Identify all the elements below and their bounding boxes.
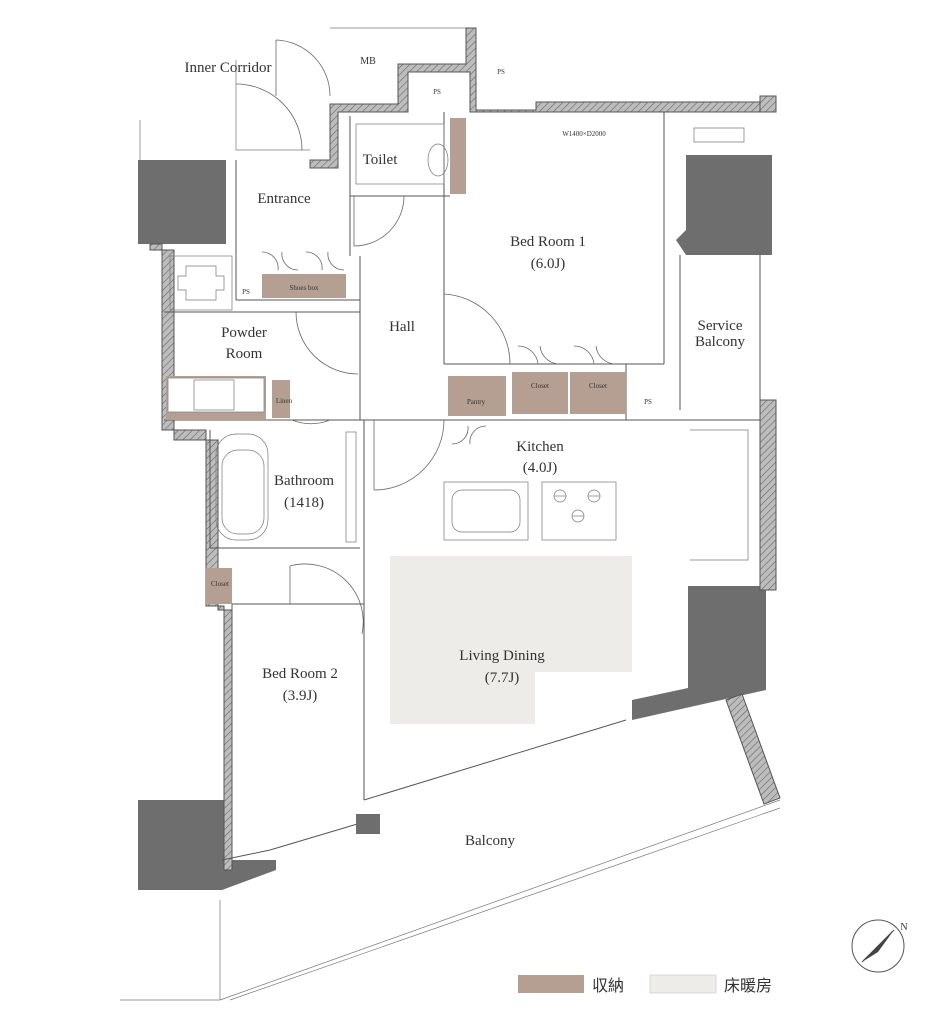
linen-label: Linen bbox=[276, 397, 293, 405]
service-balcony-label-2: Balcony bbox=[695, 334, 745, 350]
closet-3-label: Closet bbox=[211, 580, 229, 588]
living-dining-size: (7.7J) bbox=[485, 670, 520, 686]
outer-wall-top bbox=[309, 27, 761, 169]
ps-top-1-label: PS bbox=[433, 88, 441, 96]
service-balcony-label: Service bbox=[698, 318, 743, 334]
legend-storage-label: 収納 bbox=[592, 976, 624, 995]
ps-entrance-label: PS bbox=[242, 288, 250, 296]
bed-room-1-label: Bed Room 1 bbox=[510, 234, 586, 250]
powder-room-label-2: Room bbox=[226, 346, 263, 362]
bathroom-size: (1418) bbox=[284, 495, 324, 511]
mb-label: MB bbox=[360, 56, 376, 67]
closet-3 bbox=[206, 568, 232, 604]
closet-2 bbox=[570, 372, 626, 414]
closet-1 bbox=[512, 372, 568, 414]
bed-room-2-label: Bed Room 2 bbox=[262, 666, 338, 682]
column-right-upper bbox=[676, 155, 772, 255]
compass-north-label: N bbox=[900, 922, 907, 933]
bed-room-1-size: (6.0J) bbox=[531, 256, 566, 272]
legend-storage-swatch bbox=[518, 975, 584, 993]
doors bbox=[235, 39, 617, 635]
living-dining-label: Living Dining bbox=[459, 648, 545, 664]
kitchen-size: (4.0J) bbox=[523, 460, 558, 476]
ps-top-2-label: PS bbox=[497, 68, 505, 76]
wall-right-side bbox=[759, 399, 777, 591]
inner-corridor-label: Inner Corridor bbox=[184, 60, 271, 76]
compass: N bbox=[851, 919, 908, 973]
kitchen-label: Kitchen bbox=[516, 439, 564, 455]
toilet-label: Toilet bbox=[363, 152, 399, 168]
wall-balcony-right bbox=[725, 693, 781, 805]
shoes-box bbox=[262, 274, 346, 298]
linen bbox=[272, 380, 290, 418]
wall-top-right bbox=[759, 95, 777, 113]
closet-1-label: Closet bbox=[531, 382, 549, 390]
shoes-box-label: Shoes box bbox=[290, 284, 319, 292]
bathroom-label: Bathroom bbox=[274, 473, 334, 489]
closet-2-label: Closet bbox=[589, 382, 607, 390]
powder-room-label: Powder bbox=[221, 325, 267, 341]
fixtures bbox=[169, 123, 617, 834]
entrance-label: Entrance bbox=[257, 191, 311, 207]
column-bottom-left bbox=[138, 800, 276, 890]
column-right-lower bbox=[632, 586, 766, 720]
outer-wall-left bbox=[149, 243, 233, 871]
ps-right-label: PS bbox=[644, 398, 652, 406]
balcony-label: Balcony bbox=[465, 833, 515, 849]
column-top-left bbox=[138, 160, 226, 244]
wic-note-label: W1400×D2000 bbox=[562, 130, 606, 138]
bed-room-2-size: (3.9J) bbox=[283, 688, 318, 704]
pantry bbox=[448, 376, 506, 416]
hall-label: Hall bbox=[389, 319, 415, 335]
powder-basin bbox=[193, 379, 235, 411]
wall-toilet-right bbox=[450, 118, 466, 194]
legend: 収納 床暖房 bbox=[518, 974, 772, 995]
legend-floor-heating-label: 床暖房 bbox=[724, 976, 772, 995]
floor-heating-area bbox=[390, 556, 632, 724]
pantry-label: Pantry bbox=[467, 398, 486, 406]
legend-floor-heating-swatch bbox=[649, 974, 717, 994]
